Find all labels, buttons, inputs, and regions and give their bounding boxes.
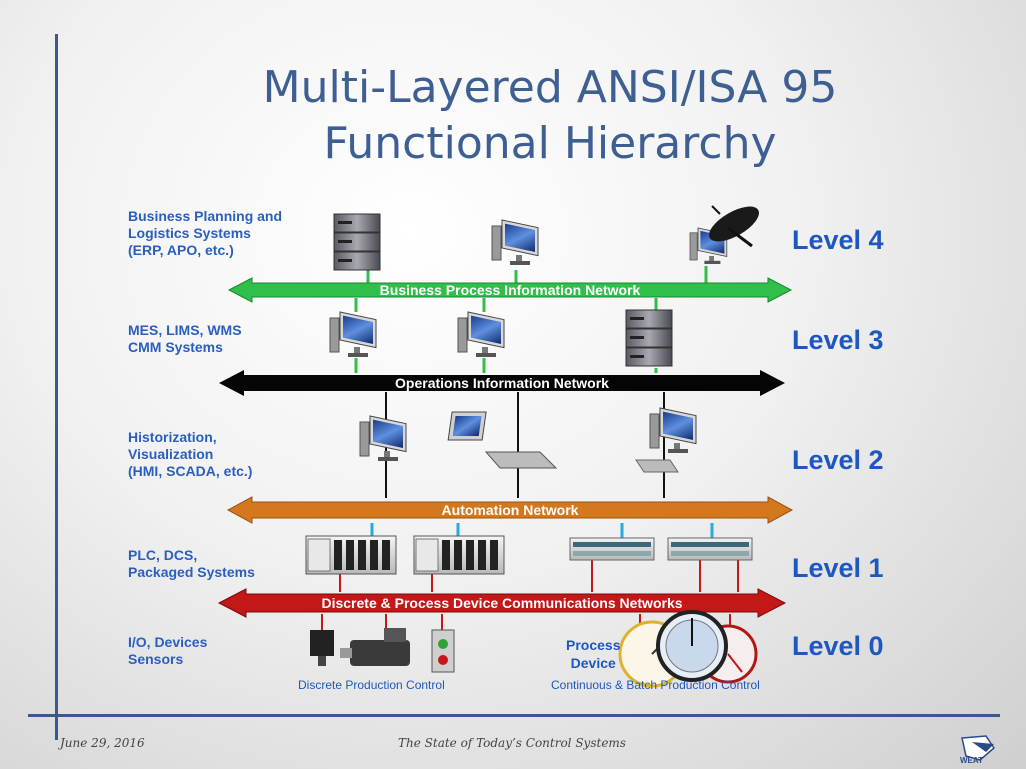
device-network-arrow — [217, 588, 787, 618]
level-2-description: Historization, Visualization (HMI, SCADA… — [128, 429, 252, 480]
business-network-label: Business Process Information Network — [380, 282, 641, 298]
level-3-desc-line: CMM Systems — [128, 339, 223, 355]
level-4-desc-line: Business Planning and — [128, 208, 283, 224]
level-2-desc-line: Visualization — [128, 446, 214, 462]
laptop-icon — [447, 411, 558, 469]
business-network-arrow — [227, 277, 793, 303]
weat-logo-text: WEAT — [960, 756, 983, 765]
weat-logo — [961, 735, 995, 761]
level-1-label: Level 1 — [792, 553, 884, 583]
level-4-label: Level 4 — [792, 225, 884, 255]
plc-rack-icon — [305, 535, 397, 575]
device-network-label: Discrete & Process Device Communications… — [321, 595, 682, 611]
operations-network-label: Operations Information Network — [395, 375, 609, 391]
level-0-label: Level 0 — [792, 631, 884, 661]
level-3-label: Level 3 — [792, 325, 884, 355]
continuous-batch-caption: Continuous & Batch Production Control — [551, 678, 760, 692]
level-4-desc-line: (ERP, APO, etc.) — [128, 242, 234, 258]
automation-network-label: Automation Network — [442, 502, 579, 518]
process-device-caption: Process Device — [566, 636, 620, 672]
level-0-description: I/O, Devices Sensors — [128, 634, 207, 668]
workstation-icon — [491, 219, 539, 266]
plc-rack-icon — [413, 535, 505, 575]
footer-date: June 29, 2016 — [60, 736, 145, 750]
workstation-icon — [457, 311, 505, 358]
server-icon — [625, 309, 673, 367]
level-2-desc-line: Historization, — [128, 429, 217, 445]
level-3-description: MES, LIMS, WMS CMM Systems — [128, 322, 242, 356]
level-2-desc-line: (HMI, SCADA, etc.) — [128, 463, 253, 479]
level-1-desc-line: Packaged Systems — [128, 564, 255, 580]
io-module-icon — [569, 537, 655, 561]
scada-workstation-icon — [649, 407, 697, 454]
level-4-desc-line: Logistics Systems — [128, 225, 251, 241]
level-1-desc-line: PLC, DCS, — [128, 547, 198, 563]
level-0-desc-line: Sensors — [128, 651, 184, 667]
workstation-icon — [329, 311, 377, 358]
keyboard-icon — [635, 459, 679, 473]
slide-title-line-2: Functional Hierarchy — [323, 118, 777, 169]
process-device-line: Process — [566, 637, 621, 653]
process-device-line: Device — [570, 655, 616, 671]
operations-network-arrow — [219, 370, 785, 396]
sensor-icon — [310, 630, 334, 666]
push-button-station-icon — [431, 629, 455, 673]
hmi-workstation-icon — [359, 415, 407, 462]
level-0-desc-line: I/O, Devices — [128, 634, 208, 650]
level-1-description: PLC, DCS, Packaged Systems — [128, 547, 255, 581]
level-4-description: Business Planning and Logistics Systems … — [128, 208, 282, 259]
slide-title-line-1: Multi-Layered ANSI/ISA 95 — [262, 62, 838, 113]
io-module-icon — [667, 537, 753, 561]
pressure-gauge-icon — [656, 610, 728, 682]
footer-rule — [28, 714, 1000, 717]
level-2-label: Level 2 — [792, 445, 884, 475]
discrete-production-caption: Discrete Production Control — [298, 678, 445, 692]
connectors — [321, 266, 739, 640]
motor-icon — [340, 628, 410, 666]
footer-title: The State of Today’s Control Systems — [398, 736, 626, 750]
automation-network-arrow — [226, 496, 794, 524]
server-icon — [333, 213, 381, 271]
left-accent-line — [55, 34, 58, 740]
level-3-desc-line: MES, LIMS, WMS — [128, 322, 242, 338]
satellite-dish-icon — [709, 205, 759, 248]
